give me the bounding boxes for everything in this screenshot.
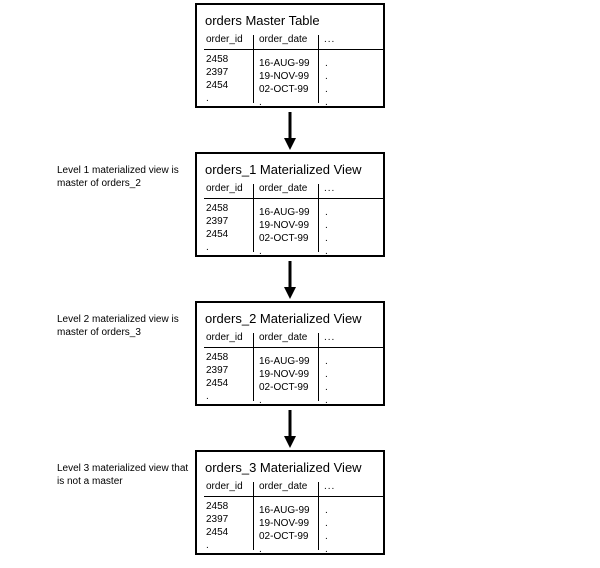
column-header-order-id: order_id [206,481,243,492]
column-header-order-id: order_id [206,183,243,194]
orders-master-table: orders Master Table order_id order_date … [195,3,385,108]
order-date-values: 16-AUG-99 19-NOV-99 02-OCT-99 . [259,207,310,257]
level-3-note: Level 3 materialized view that is not a … [57,463,189,487]
column-header-order-date: order_date [259,183,308,194]
arrow-down-icon [284,261,296,299]
order-id-values: 2458 2397 2454 . [206,352,229,402]
arrow-down-icon [284,410,296,448]
header-divider [204,49,383,50]
more-values: . . . . [325,207,328,257]
arrow-down-icon [284,112,296,150]
order-date-values: 16-AUG-99 19-NOV-99 02-OCT-99 . [259,58,310,108]
orders-2-materialized-view: orders_2 Materialized View order_id orde… [195,301,385,406]
orders-3-materialized-view: orders_3 Materialized View order_id orde… [195,450,385,555]
column-divider [318,482,319,550]
column-header-order-date: order_date [259,481,308,492]
column-header-more: ... [324,34,336,45]
column-divider [253,35,254,103]
column-header-order-id: order_id [206,34,243,45]
orders-1-materialized-view: orders_1 Materialized View order_id orde… [195,152,385,257]
order-date-values: 16-AUG-99 19-NOV-99 02-OCT-99 . [259,505,310,555]
header-divider [204,347,383,348]
table-title: orders_3 Materialized View [205,460,362,475]
column-divider [253,333,254,401]
column-header-order-id: order_id [206,332,243,343]
column-header-more: ... [324,183,336,194]
column-divider [318,333,319,401]
column-divider [318,184,319,252]
column-header-order-date: order_date [259,332,308,343]
order-date-values: 16-AUG-99 19-NOV-99 02-OCT-99 . [259,356,310,406]
column-divider [318,35,319,103]
column-header-more: ... [324,481,336,492]
column-divider [253,482,254,550]
table-title: orders_1 Materialized View [205,162,362,177]
table-title: orders_2 Materialized View [205,311,362,326]
more-values: . . . . [325,505,328,555]
order-id-values: 2458 2397 2454 . [206,501,229,551]
level-1-note: Level 1 materialized view is master of o… [57,165,179,189]
order-id-values: 2458 2397 2454 . [206,54,229,104]
column-header-more: ... [324,332,336,343]
more-values: . . . . [325,356,328,406]
table-title: orders Master Table [205,13,320,28]
header-divider [204,198,383,199]
order-id-values: 2458 2397 2454 . [206,203,229,253]
column-divider [253,184,254,252]
header-divider [204,496,383,497]
column-header-order-date: order_date [259,34,308,45]
level-2-note: Level 2 materialized view is master of o… [57,314,179,338]
more-values: . . . . [325,58,328,108]
